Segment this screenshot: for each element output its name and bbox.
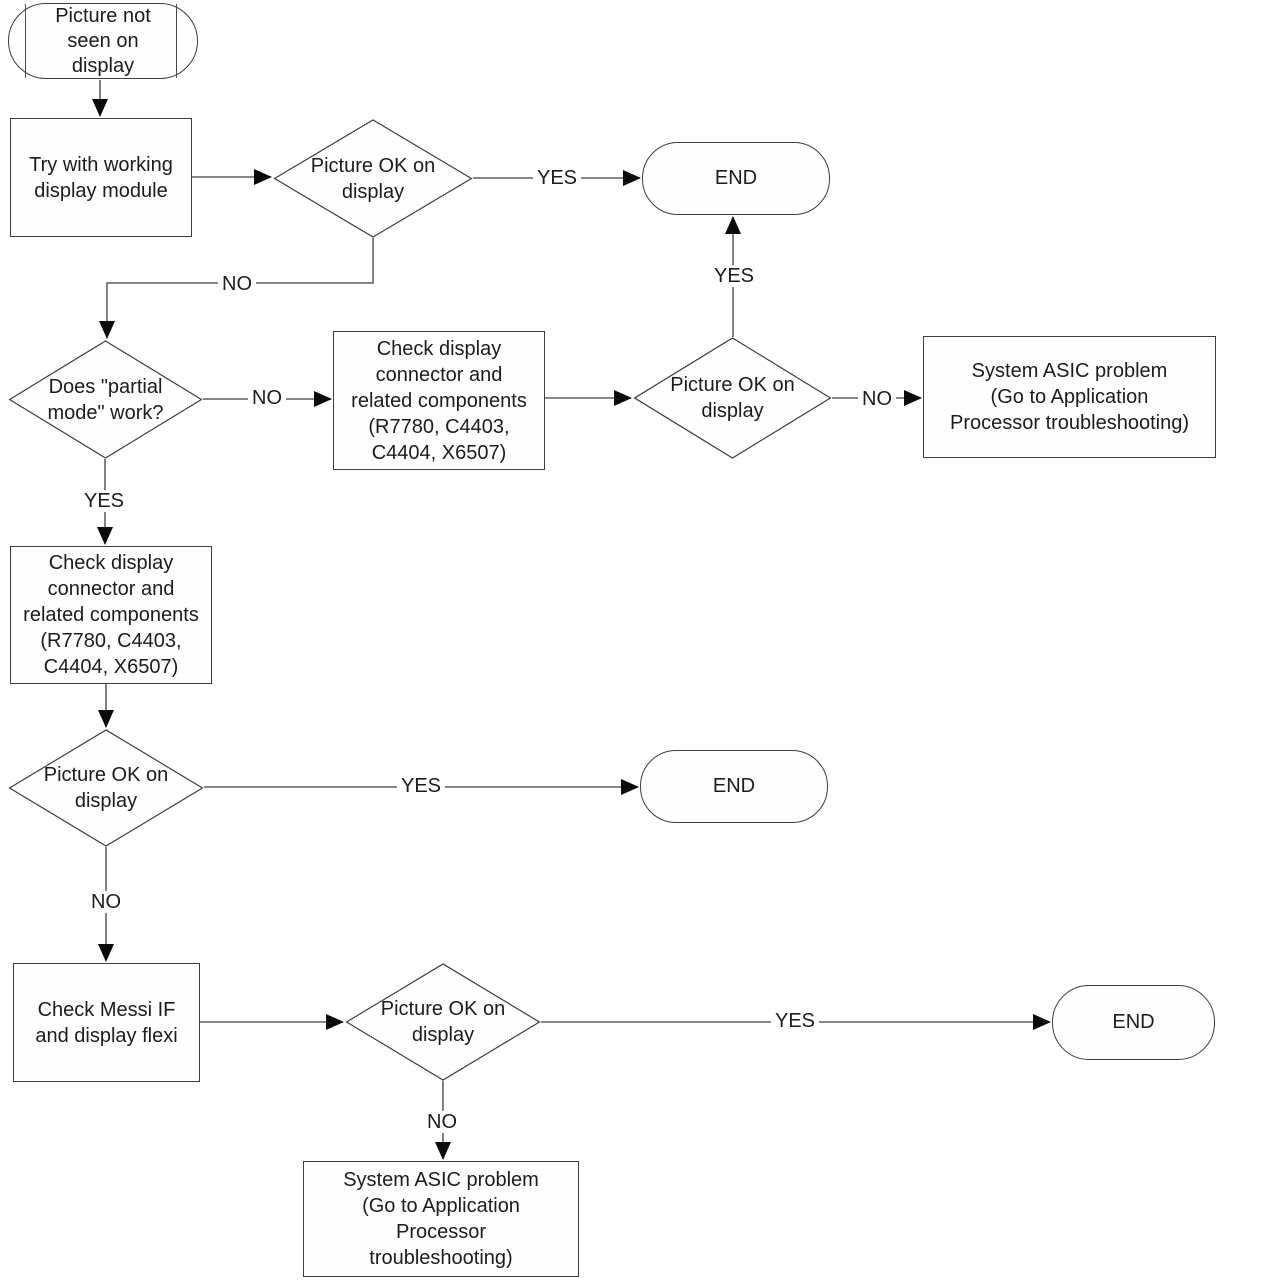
decision-picture-ok-2: Picture OK on display: [633, 337, 832, 459]
terminal-end-1: END: [642, 142, 830, 215]
node-label: System ASIC problem (Go to Application P…: [343, 1169, 539, 1269]
start-terminal: Picture not seen on display: [8, 3, 198, 79]
edge-label-no-partial: NO: [218, 273, 256, 295]
node-label: Picture OK on display: [43, 764, 169, 812]
node-label: END: [1112, 1011, 1155, 1033]
diamond-shape: [633, 337, 832, 459]
node-label: END: [714, 167, 758, 189]
diamond-shape: [8, 729, 204, 847]
node-label: Picture OK on display: [380, 998, 506, 1046]
diamond-shape: [345, 963, 541, 1081]
edge-label-no-check-mid: NO: [248, 387, 286, 409]
terminal-cap-line: [176, 4, 177, 78]
edge-label-yes-end3: YES: [770, 1010, 820, 1032]
edge-label-yes-check-left: YES: [79, 490, 129, 512]
node-label: Check Messi IF and display flexi: [35, 998, 178, 1047]
process-check-messi: Check Messi IF and display flexi: [13, 963, 200, 1082]
decision-partial-mode: Does "partial mode" work?: [8, 340, 203, 459]
process-asic-problem-bottom: System ASIC problem (Go to Application P…: [303, 1161, 579, 1277]
node-label: Check display connector and related comp…: [23, 552, 199, 678]
decision-picture-ok-4: Picture OK on display: [345, 963, 541, 1081]
terminal-end-2: END: [640, 750, 828, 823]
diamond-shape: [8, 340, 203, 459]
process-check-connector-left: Check display connector and related comp…: [10, 546, 212, 684]
edge-label-no-asic-right: NO: [858, 388, 896, 410]
node-label: Does "partial mode" work?: [47, 375, 164, 424]
process-asic-problem-right: System ASIC problem (Go to Application P…: [923, 336, 1216, 458]
diamond-shape: [273, 119, 473, 238]
edge-label-no-messi: NO: [87, 891, 125, 913]
node-label: Picture not seen on display: [55, 4, 151, 77]
terminal-end-3: END: [1052, 985, 1215, 1060]
edge-label-yes-up-end1: YES: [709, 265, 759, 287]
edge-label-yes-end1: YES: [532, 167, 582, 189]
node-label: Try with working display module: [29, 153, 173, 202]
node-label: Check display connector and related comp…: [351, 337, 527, 464]
process-check-connector-mid: Check display connector and related comp…: [333, 331, 545, 470]
edge-label-yes-end2: YES: [396, 775, 446, 797]
edge-label-no-asic-bottom: NO: [423, 1111, 461, 1133]
node-label: Picture OK on display: [310, 154, 436, 203]
node-label: Picture OK on display: [670, 374, 795, 422]
decision-picture-ok-3: Picture OK on display: [8, 729, 204, 847]
terminal-cap-line: [25, 4, 26, 78]
decision-picture-ok-1: Picture OK on display: [273, 119, 473, 238]
process-try-working-module: Try with working display module: [10, 118, 192, 237]
node-label: System ASIC problem (Go to Application P…: [949, 360, 1189, 434]
node-label: END: [712, 775, 756, 797]
